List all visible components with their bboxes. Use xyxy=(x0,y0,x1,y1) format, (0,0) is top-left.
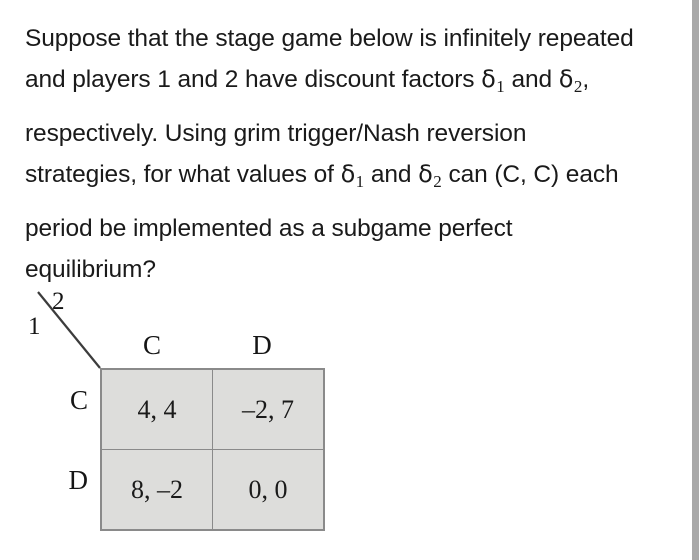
payoff-cell-dd: 0, 0 xyxy=(212,449,325,531)
matrix-row-header-c: C xyxy=(69,385,88,415)
question-line-2-text-c: , xyxy=(582,66,590,93)
question-line-2: and players 1 and 2 have discount factor… xyxy=(25,59,670,107)
vertical-scrollbar-thumb[interactable] xyxy=(692,0,699,560)
question-line-2-text-a: and players 1 and 2 have discount factor… xyxy=(25,66,482,93)
question-line-1: Suppose that the stage game below is inf… xyxy=(25,18,670,59)
question-line-6: equilibrium? xyxy=(25,249,670,290)
question-line-4: strategies, for what values of δ1 and δ2… xyxy=(25,154,670,202)
payoff-cell-dc: 8, –2 xyxy=(100,449,213,531)
delta-subscript-2: 2 xyxy=(573,77,583,97)
matrix-column-header-c: C xyxy=(142,330,161,360)
question-line-4-text-c: can (C, C) each xyxy=(441,161,619,189)
delta-subscript-3: 1 xyxy=(355,172,365,192)
question-line-3-text: respectively. Using grim trigger/Nash re… xyxy=(25,120,527,148)
payoff-cell-cc: 4, 4 xyxy=(100,368,213,450)
question-line-6-text: equilibrium? xyxy=(25,256,156,284)
question-line-4-text-a: strategies, for what values of xyxy=(25,161,341,189)
question-line-1-text: Suppose that the stage game below is inf… xyxy=(25,25,634,52)
question-line-5-text: period be implemented as a subgame perfe… xyxy=(25,215,513,243)
matrix-row-header-d: D xyxy=(68,465,89,495)
delta-symbol-4: δ xyxy=(418,160,433,189)
matrix-column-player-label: 2 xyxy=(52,288,65,315)
delta-symbol-1: δ xyxy=(481,65,496,93)
question-text-block: Suppose that the stage game below is inf… xyxy=(25,18,670,290)
delta-subscript-1: 1 xyxy=(496,77,505,97)
delta-symbol-3: δ xyxy=(340,160,356,189)
question-line-2-text-b: and xyxy=(504,66,559,93)
question-line-5: period be implemented as a subgame perfe… xyxy=(25,208,670,249)
payoff-matrix-figure: 2 1 C D C D 4, 4 –2, 7 8, –2 0, 0 xyxy=(0,282,400,542)
table-row: 8, –2 0, 0 xyxy=(100,449,325,531)
matrix-row-player-label: 1 xyxy=(28,313,41,340)
delta-subscript-4: 2 xyxy=(433,172,442,192)
payoff-table: 4, 4 –2, 7 8, –2 0, 0 xyxy=(100,368,325,531)
table-row: 4, 4 –2, 7 xyxy=(100,368,325,450)
question-line-4-text-b: and xyxy=(364,161,419,189)
delta-symbol-2: δ xyxy=(558,65,574,93)
question-line-3: respectively. Using grim trigger/Nash re… xyxy=(25,113,670,154)
vertical-scrollbar-track[interactable] xyxy=(686,0,700,560)
payoff-cell-cd: –2, 7 xyxy=(212,368,325,450)
matrix-column-header-d: D xyxy=(252,330,272,360)
